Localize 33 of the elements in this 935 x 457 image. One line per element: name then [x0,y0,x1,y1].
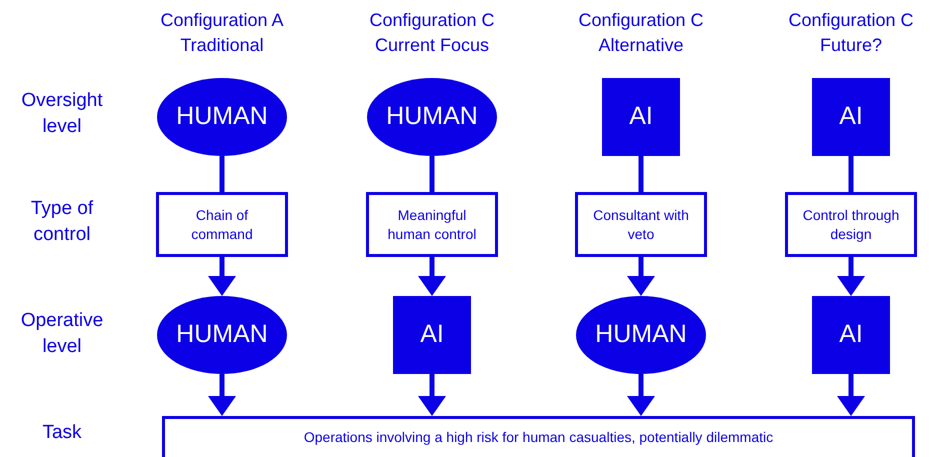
task-box: Operations involving a high risk for human casualties, potentially dilemmatic [162,416,915,457]
column-header: Configuration C Alternative [577,9,705,57]
row-label: Task [41,421,83,445]
ellipse-node: HUMAN [576,296,706,374]
square-node: AI [393,296,471,374]
connector-line [848,156,854,192]
arrow [837,374,865,416]
column-header: Configuration A Traditional [159,9,285,57]
connector-line [638,156,644,192]
row-label: Operative level [20,309,104,359]
ellipse-node: HUMAN [157,296,287,374]
arrow [418,257,446,296]
process-box: Meaningful human control [366,192,498,257]
ellipse-node: HUMAN [157,78,287,156]
arrow [627,257,655,296]
arrow [627,374,655,416]
row-label: Oversight level [20,89,104,139]
process-box: Control through design [785,192,917,257]
column-header: Configuration C Future? [787,9,915,57]
ellipse-node: HUMAN [367,78,497,156]
square-node: AI [812,78,890,156]
arrow [208,374,236,416]
arrow [208,257,236,296]
column-header: Configuration C Current Focus [368,9,496,57]
process-box: Consultant with veto [575,192,707,257]
connector-line [430,156,434,192]
square-node: AI [602,78,680,156]
connector-line [220,156,224,192]
arrow [418,374,446,416]
process-box: Chain of command [156,192,288,257]
arrow [837,257,865,296]
row-label: Type of control [30,197,94,247]
square-node: AI [812,296,890,374]
